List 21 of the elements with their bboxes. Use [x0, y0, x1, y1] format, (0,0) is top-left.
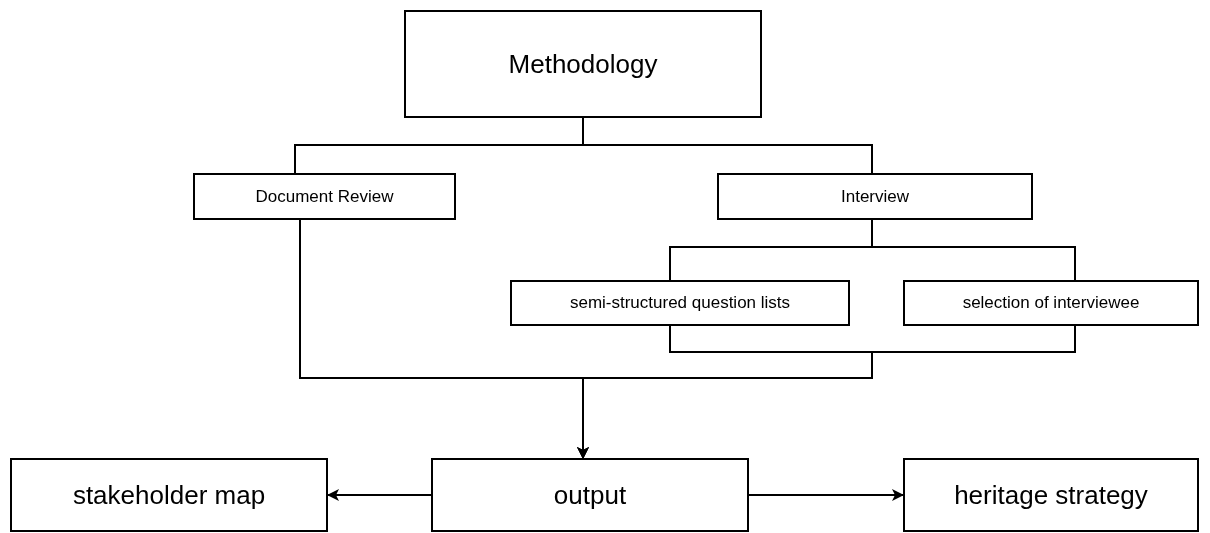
box-label: Methodology: [508, 48, 658, 80]
box-label: semi-structured question lists: [569, 293, 791, 313]
process-box: [903, 458, 1199, 532]
process-box: [431, 458, 749, 532]
box-label: stakeholder map: [72, 479, 266, 511]
box-label: heritage strategy: [954, 479, 1148, 511]
process-box: [903, 280, 1199, 326]
box-label: output: [553, 479, 627, 511]
box-label: Document Review: [255, 186, 394, 207]
process-box: [510, 280, 850, 326]
arrow: [327, 489, 432, 501]
process-box: [404, 10, 762, 118]
arrow: [577, 325, 1076, 459]
process-box: [10, 458, 328, 532]
arrow: [748, 489, 904, 501]
box-label: Interview: [841, 186, 909, 207]
connector-line: [871, 219, 1076, 281]
box-label: selection of interviewee: [962, 293, 1140, 313]
connector-line: [582, 117, 873, 174]
process-box: [193, 173, 456, 220]
process-box: [717, 173, 1033, 220]
